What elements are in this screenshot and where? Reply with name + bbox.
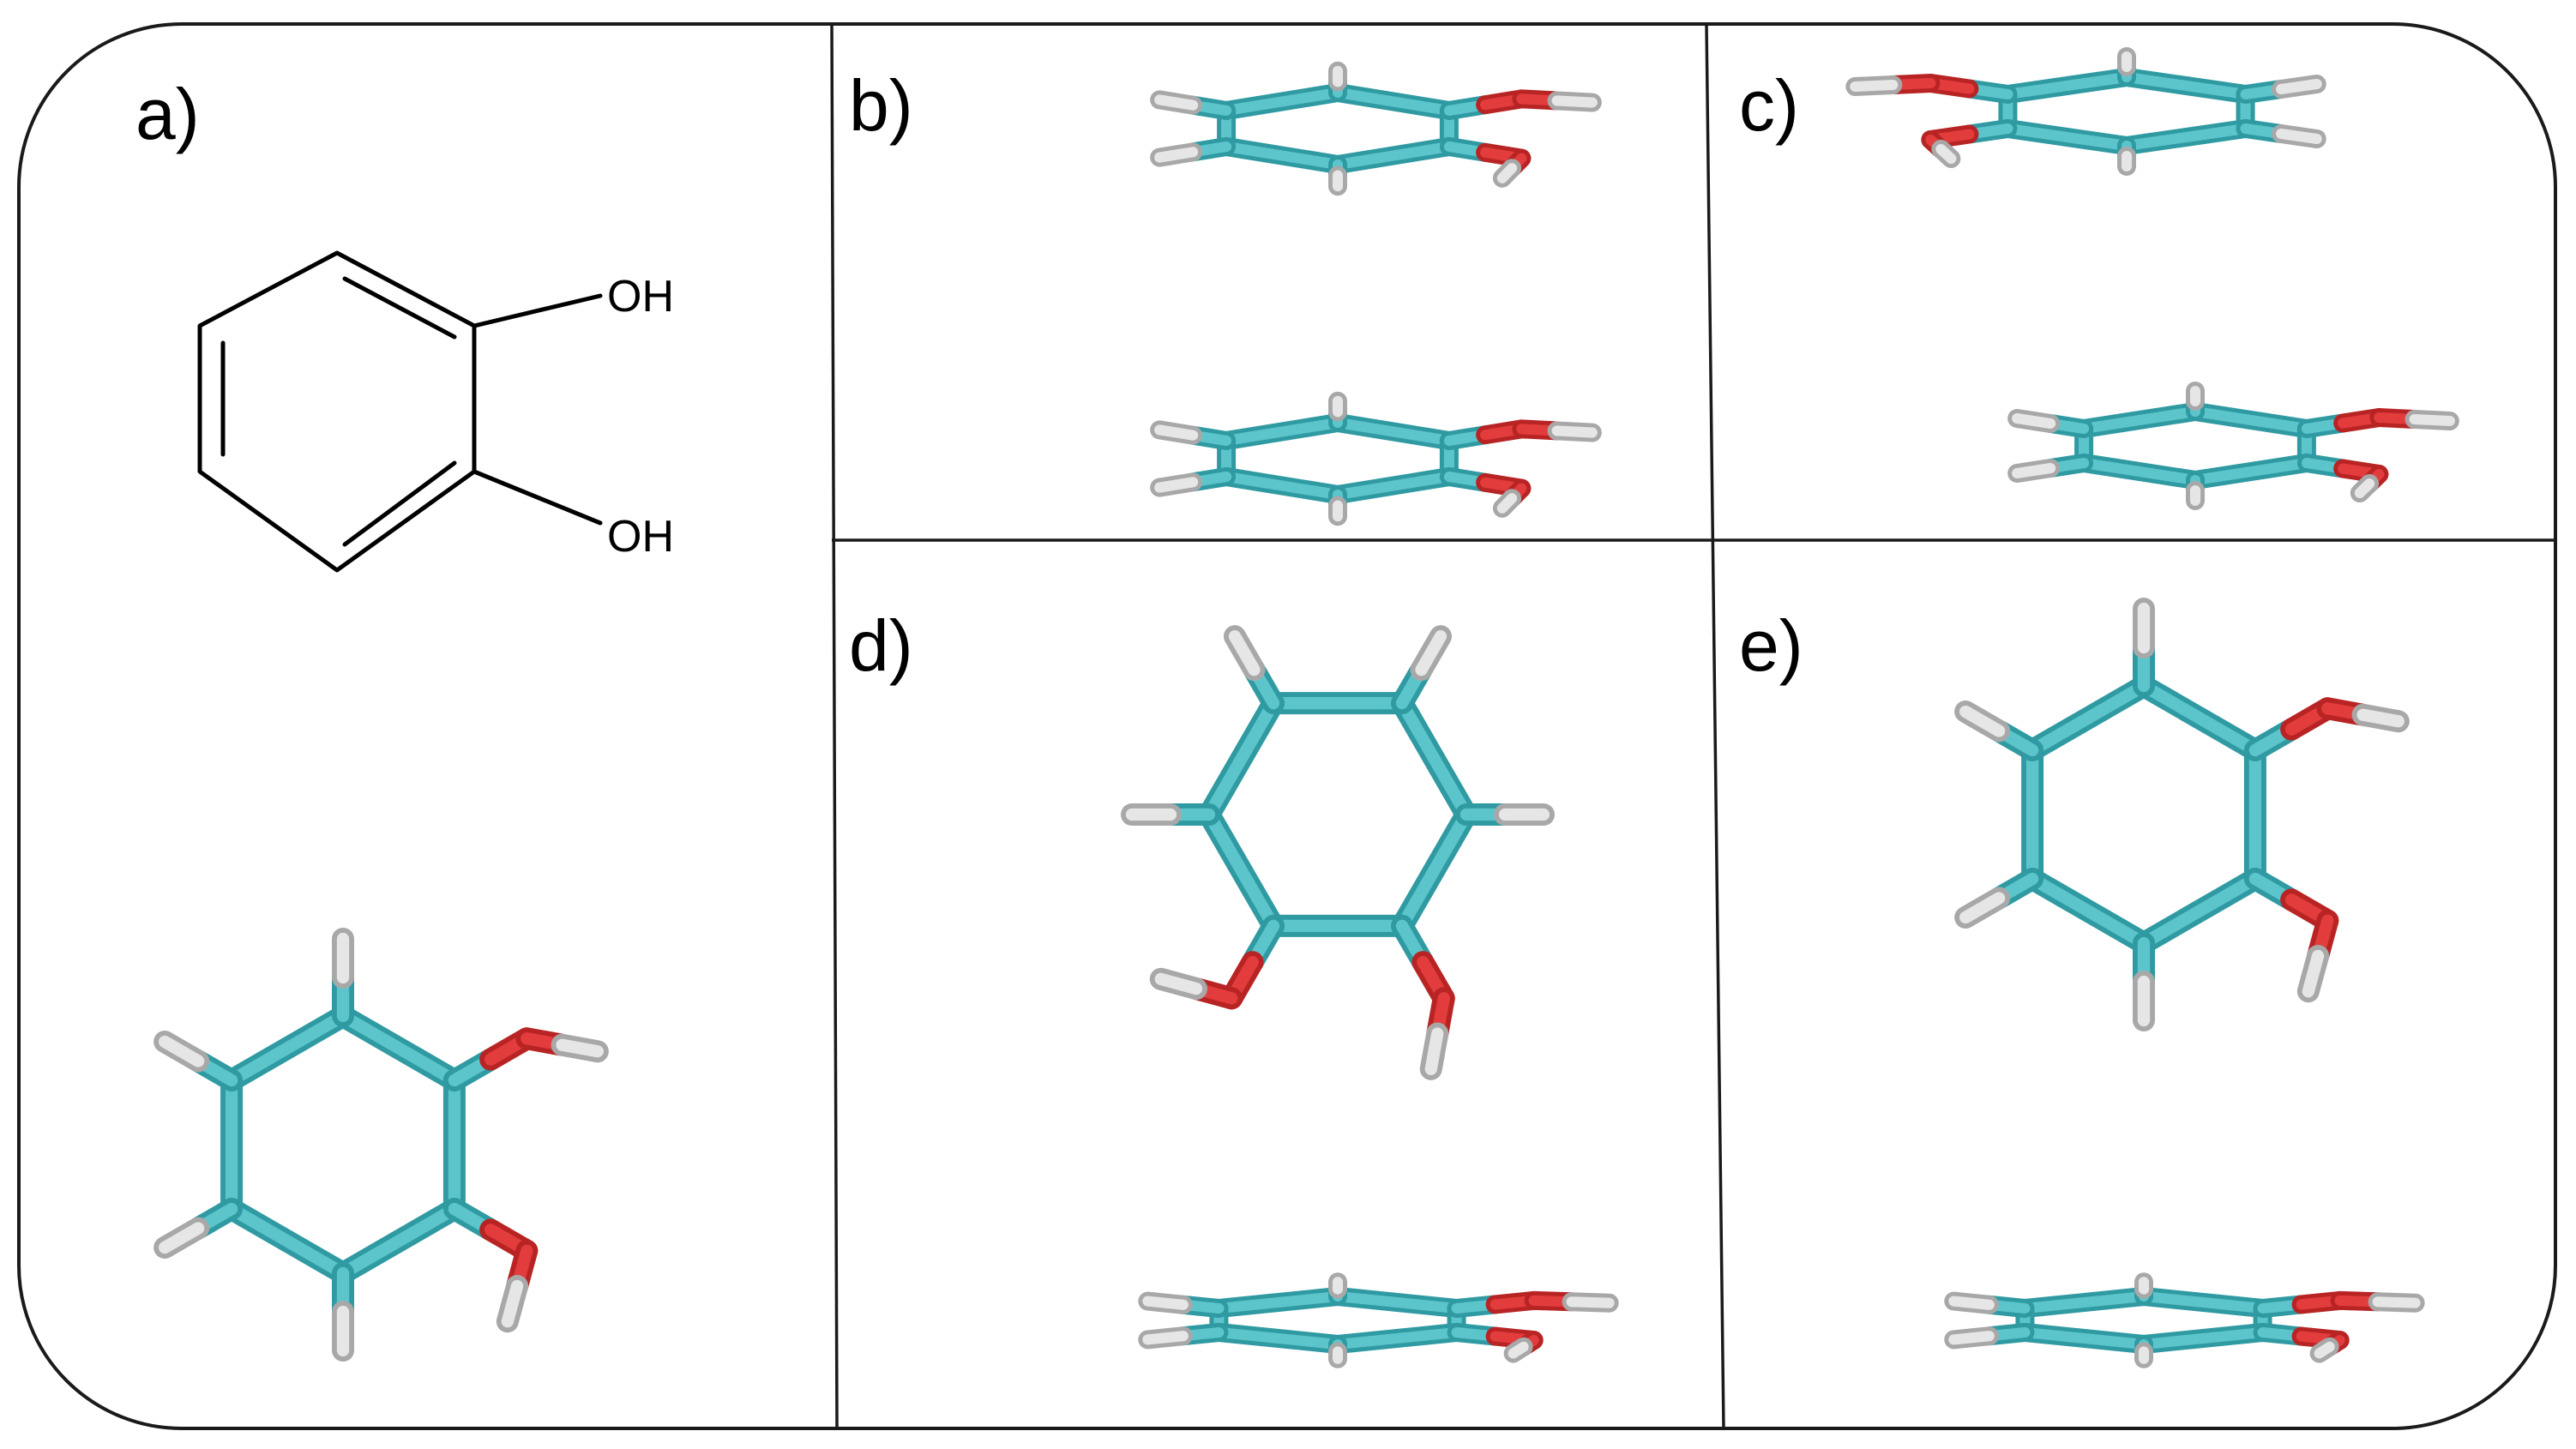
c-h-bond-2-b-highlight: [159, 1035, 205, 1067]
molecule-panel-d-bottom: [1138, 1272, 1619, 1368]
molecule-panel-b-top: [1150, 61, 1602, 196]
molecule-renderings: [153, 47, 2459, 1368]
c-c-bond-5-highlight: [1221, 471, 1344, 501]
c-c-bond-1-highlight: [2121, 71, 2251, 100]
o-h-bond-1-b-highlight: [556, 1038, 604, 1058]
oh-bond-top: [472, 293, 603, 328]
c-c-bond-0-highlight: [2002, 71, 2133, 100]
c-c-bond-5-highlight: [1221, 141, 1344, 171]
c-c-bond-4-highlight: [1332, 141, 1454, 171]
o-h-bond-1-b-highlight: [1551, 425, 1598, 438]
c-c-bond-4-highlight: [336, 1202, 461, 1280]
oh-bond-bottom: [472, 469, 603, 526]
c-h-bond-1-b-highlight: [2276, 128, 2322, 145]
c-c-bond-1-highlight: [1213, 1290, 1344, 1314]
o-h-bond-2-b-highlight: [2302, 949, 2325, 998]
c-c-bond-0-highlight: [1332, 87, 1454, 117]
c-h-bond-1-b-highlight: [2012, 462, 2056, 479]
molecule-panel-d-top: [1121, 625, 1555, 1080]
c-c-bond-1-highlight: [2019, 1290, 2150, 1314]
c-c-bond-5-highlight: [1213, 1326, 1344, 1350]
c-h-bond-1-b-highlight: [1154, 147, 1199, 163]
c-c-bond-0-highlight: [2137, 679, 2262, 757]
c-h-bond-1-b-highlight: [1959, 892, 2006, 924]
c-c-bond-0-highlight: [1332, 417, 1454, 447]
c-c-bond-1-highlight: [1221, 87, 1344, 117]
c-h-bond-2-b-highlight: [1948, 1296, 1995, 1310]
molecule-panel-c-bottom: [2007, 382, 2459, 510]
c-c-bond-5-highlight: [2019, 1326, 2150, 1350]
c-c-bond-5-highlight: [2025, 872, 2151, 950]
c-h-bond-2-b-highlight: [2276, 78, 2322, 95]
panel-label-d: d): [849, 605, 913, 686]
o-h-bond-1-b-highlight: [1551, 95, 1598, 108]
benzene-ring: [197, 250, 477, 573]
divider-vertical-right: [1705, 23, 1725, 1429]
molecule-panel-b-bottom: [1150, 391, 1602, 526]
o-h-bond-2-b-highlight: [1496, 163, 1518, 183]
molecule-panel-a: [153, 928, 609, 1362]
c-c-bond-0-highlight: [1395, 808, 1473, 933]
oh-label-top: OH: [607, 272, 674, 322]
c-c-bond-0-highlight: [2189, 406, 2312, 435]
c-c-bond-5-highlight: [2079, 457, 2201, 486]
c-c-bond-1-highlight: [2079, 406, 2201, 435]
o-h-bond-2-b-highlight: [1154, 972, 1203, 995]
o-h-bond-1-b-highlight: [1850, 79, 1899, 93]
panel-label-e: e): [1739, 605, 1803, 686]
molecule-panel-e-bottom: [1944, 1272, 2425, 1368]
c-c-bond-1-highlight: [1221, 417, 1344, 447]
c-c-bond-1-highlight: [2025, 679, 2151, 757]
panel-label-a: a): [135, 74, 200, 154]
o-h-bond-2-b-highlight: [1496, 493, 1518, 514]
c-h-bond-1-b-highlight: [1228, 630, 1261, 676]
c-c-bond-4-highlight: [2189, 457, 2312, 486]
o-h-bond-2-b-highlight: [501, 1279, 524, 1328]
c-c-bond-4-highlight: [1202, 808, 1280, 933]
c-h-bond-2-b-highlight: [1154, 94, 1199, 111]
c-c-bond-0-highlight: [2138, 1290, 2268, 1314]
o-h-bond-2-b-highlight: [2354, 478, 2375, 499]
o-h-bond-1-b-highlight: [2409, 413, 2455, 427]
panel-label-c: c): [1739, 65, 1799, 146]
c-h-bond-2-b-highlight: [1154, 424, 1199, 441]
catechol-skeletal-structure: OH OH: [197, 250, 674, 573]
c-h-bond-1-b-highlight: [1142, 1331, 1189, 1345]
oh-label-bottom: OH: [607, 512, 674, 562]
c-c-bond-0-highlight: [1332, 1290, 1462, 1314]
divider-vertical-left: [830, 23, 839, 1429]
c-h-bond-1-b-highlight: [159, 1222, 205, 1254]
double-bond-inner-bottom: [342, 460, 457, 547]
molecule-panel-e-top: [1954, 598, 2410, 1031]
c-c-bond-0-highlight: [336, 1009, 461, 1087]
c-c-bond-5-highlight: [225, 1202, 350, 1280]
c-h-bond-2-b-highlight: [1959, 705, 2006, 737]
o-h-bond-2-b-highlight: [2314, 1341, 2335, 1359]
o-h-bond-1-b-highlight: [2356, 708, 2404, 728]
c-c-bond-4-highlight: [2002, 123, 2133, 152]
c-c-bond-4-highlight: [1332, 471, 1454, 501]
c-c-bond-5-highlight: [2121, 123, 2251, 152]
c-h-bond-1-b-highlight: [1154, 477, 1199, 493]
c-c-bond-4-highlight: [2137, 872, 2262, 950]
double-bond-inner-top: [342, 276, 457, 340]
o-h-bond-2-b-highlight: [1508, 1341, 1529, 1359]
c-c-bond-1-highlight: [225, 1009, 350, 1087]
molecule-panel-c-top: [1845, 47, 2326, 176]
c-c-bond-1-highlight: [1395, 696, 1473, 821]
c-c-bond-4-highlight: [2138, 1326, 2268, 1350]
o-h-bond-1-b-highlight: [1424, 1027, 1444, 1075]
c-h-bond-2-b-highlight: [2012, 412, 2056, 430]
panel-label-b: b): [849, 65, 913, 146]
c-h-bond-1-b-highlight: [1948, 1331, 1995, 1345]
c-h-bond-2-b-highlight: [1142, 1296, 1189, 1310]
figure-frame: [17, 22, 2557, 1430]
c-c-bond-5-highlight: [1202, 696, 1280, 821]
o-h-bond-2-b-highlight: [1935, 143, 1957, 165]
c-h-bond-2-b-highlight: [1415, 630, 1447, 676]
c-c-bond-4-highlight: [1332, 1326, 1462, 1350]
